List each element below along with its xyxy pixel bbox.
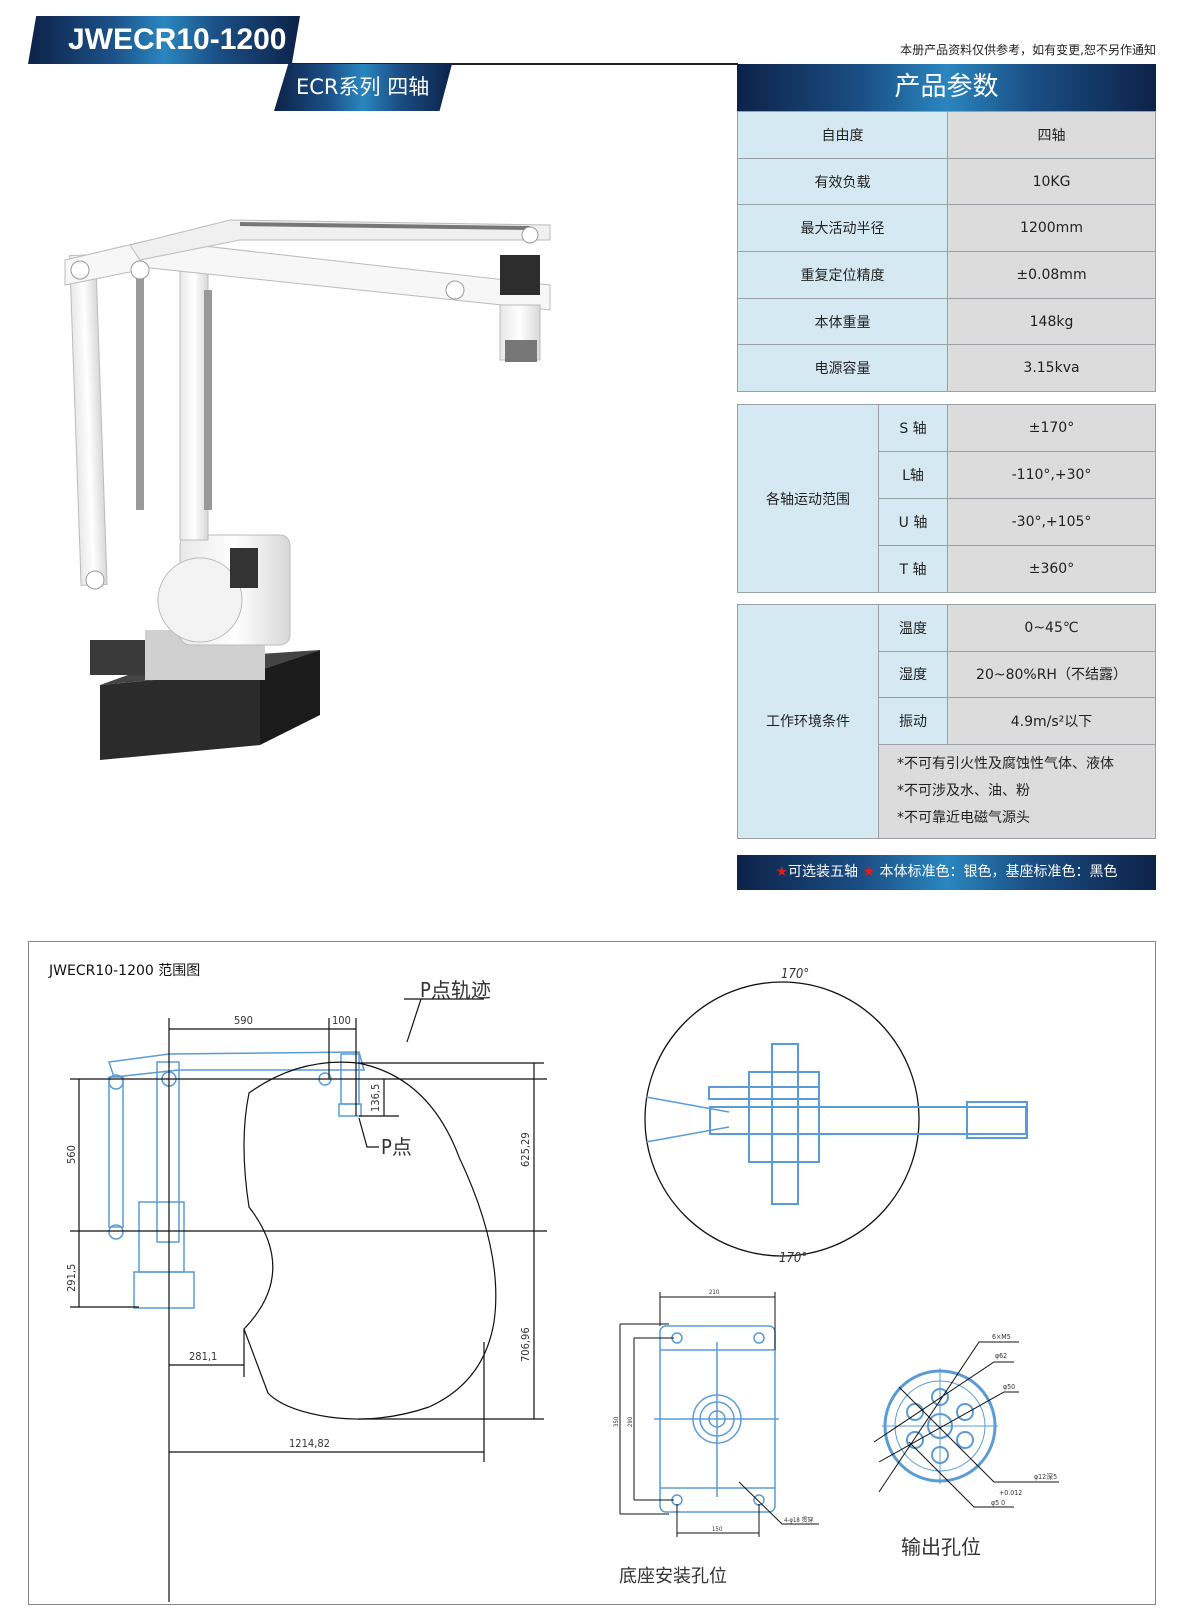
dim-100: 100	[332, 1014, 351, 1027]
params-title: 产品参数	[737, 64, 1156, 111]
env-value: 0~45℃	[947, 604, 1156, 652]
env-label: 振动	[878, 697, 948, 745]
table-row: 自由度四轴	[737, 111, 1156, 159]
hole-spec: 4-φ18 贯穿	[784, 1516, 814, 1524]
param-value: 10KG	[947, 157, 1156, 206]
param-label: 本体重量	[737, 297, 948, 346]
param-label: 电源容量	[737, 344, 948, 393]
header-divider	[290, 63, 738, 65]
env-label: 湿度	[878, 650, 948, 698]
flange-d12: φ12深5	[1034, 1472, 1057, 1481]
range-drawing-panel: JWECR10-1200 范围图 590 100 136,5 560 291,5…	[28, 941, 1156, 1605]
table-row: *不可有引火性及腐蚀性气体、液体 *不可涉及水、油、粉 *不可靠近电磁气源头	[738, 743, 1156, 839]
angle-top: 170°	[781, 967, 809, 982]
output-flange-sketch	[873, 1341, 1059, 1508]
group-label: 各轴运动范围	[737, 404, 879, 593]
angle-bottom: 170°	[779, 1251, 807, 1266]
table-row: T 轴±360°	[738, 545, 1156, 593]
table-row: 重复定位精度±0.08mm	[737, 251, 1156, 299]
env-note: *不可靠近电磁气源头	[897, 809, 1030, 826]
dim-560: 560	[65, 1145, 78, 1164]
flange-caption: 输出孔位	[901, 1535, 981, 1559]
dim-136-5: 136,5	[369, 1084, 382, 1112]
param-value: ±0.08mm	[947, 251, 1156, 299]
base-caption: 底座安装孔位	[619, 1566, 727, 1587]
trajectory-label: P点轨迹	[420, 978, 491, 1002]
axis-label: U 轴	[878, 498, 948, 546]
dim-281-1: 281,1	[189, 1350, 217, 1363]
dim-290: 290	[627, 1416, 634, 1427]
p-point-label: P点	[381, 1135, 412, 1159]
param-label: 有效负载	[737, 157, 948, 206]
star-icon: ★	[862, 864, 876, 880]
table-row: U 轴-30°,+105°	[738, 498, 1156, 546]
axis-value: ±170°	[947, 404, 1156, 452]
top-view-sketch	[644, 981, 1028, 1257]
param-value: 四轴	[947, 111, 1156, 159]
env-note: *不可涉及水、油、粉	[897, 782, 1030, 799]
robot-product-image	[64, 219, 551, 760]
color-text: 本体标准色：银色，基座标准色：黑色	[879, 864, 1118, 880]
dim-150: 150	[712, 1526, 723, 1533]
param-value: 148kg	[947, 297, 1156, 346]
param-label: 自由度	[737, 111, 948, 159]
table-row: L轴-110°,+30°	[738, 451, 1156, 499]
dim-1214-82: 1214,82	[289, 1437, 330, 1450]
dim-210: 210	[709, 1289, 720, 1296]
axis-label: L轴	[878, 451, 948, 499]
group-label: 工作环境条件	[737, 604, 879, 839]
env-note: *不可有引火性及腐蚀性气体、液体	[897, 755, 1114, 772]
star-icon: ★	[775, 864, 789, 880]
flange-d50: φ50	[1003, 1383, 1015, 1391]
axis-label: T 轴	[878, 545, 948, 593]
flange-tolerance: +0.012	[999, 1489, 1022, 1497]
series-subtitle: ECR系列 四轴	[274, 64, 452, 111]
flange-d62: φ62	[995, 1352, 1007, 1360]
disclaimer: 本册产品资料仅供参考，如有变更,恕不另作通知	[900, 43, 1156, 57]
dim-706-96: 706,96	[519, 1327, 532, 1362]
env-value: 4.9m/s²以下	[947, 697, 1156, 745]
option-text: 可选装五轴	[788, 864, 859, 880]
env-label: 温度	[878, 604, 948, 652]
param-label: 最大活动半径	[737, 204, 948, 253]
axis-label: S 轴	[878, 404, 948, 452]
drawing-title: JWECR10-1200 范围图	[49, 963, 201, 979]
env-notes: *不可有引火性及腐蚀性气体、液体 *不可涉及水、油、粉 *不可靠近电磁气源头	[878, 743, 1156, 839]
dim-291-5: 291,5	[65, 1264, 78, 1292]
param-value: 3.15kva	[947, 344, 1156, 393]
dim-625-29: 625,29	[519, 1132, 532, 1167]
param-label: 重复定位精度	[737, 251, 948, 299]
flange-d5: φ5 0	[991, 1499, 1005, 1507]
param-value: 1200mm	[947, 204, 1156, 253]
model-title: JWECR10-1200	[28, 16, 300, 64]
env-value: 20~80%RH（不结露）	[947, 650, 1156, 698]
axis-value: ±360°	[947, 545, 1156, 593]
dim-590: 590	[234, 1014, 253, 1027]
axis-value: -110°,+30°	[947, 451, 1156, 499]
options-banner: ★可选装五轴 ★ 本体标准色：银色，基座标准色：黑色	[737, 855, 1156, 890]
side-view-robot-sketch	[108, 1051, 365, 1309]
flange-m5: 6×M5	[992, 1333, 1011, 1341]
side-view-dimensions	[70, 998, 547, 1602]
cad-drawings: 590 100 136,5 560 291,5 625,29 706,96 28…	[65, 967, 1059, 1602]
base-plate-sketch	[619, 1292, 819, 1537]
dim-350: 350	[613, 1416, 620, 1427]
axis-value: -30°,+105°	[947, 498, 1156, 546]
